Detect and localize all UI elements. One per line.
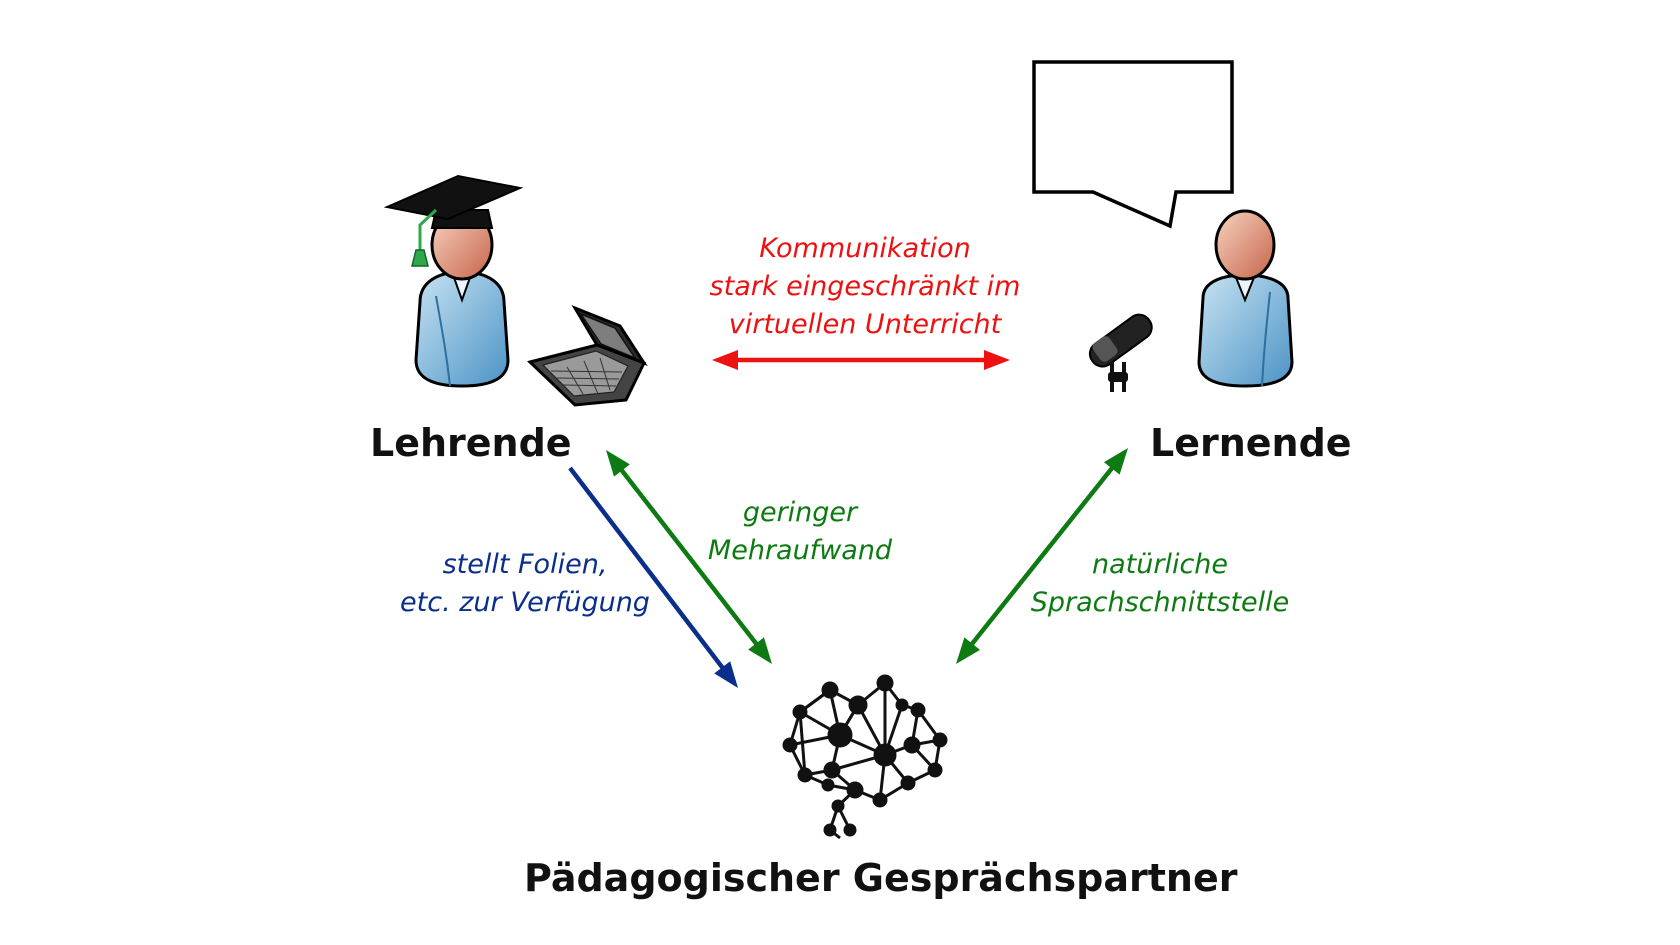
arrow-slides xyxy=(568,466,738,688)
arrow-head-start xyxy=(1103,448,1128,475)
node-label-learner: Lernende xyxy=(1150,421,1352,465)
arrow-head-end xyxy=(748,637,772,664)
edge-label-line: Mehraufwand xyxy=(707,535,893,566)
edge-label-line: virtuellen Unterricht xyxy=(728,309,1002,340)
laptop-icon xyxy=(527,304,648,407)
arrow-communication xyxy=(712,350,1010,370)
arrow-head-start xyxy=(712,350,738,370)
edge-label-slides: stellt Folien, etc. zur Verfügung xyxy=(390,546,660,622)
edge-label-overhead: geringer Mehraufwand xyxy=(690,494,910,570)
arrow-head-end xyxy=(984,350,1010,370)
edge-label-line: Sprachschnittstelle xyxy=(1030,587,1290,618)
edge-label-speech: natürliche Sprachschnittstelle xyxy=(1020,546,1300,622)
arrow-head-start xyxy=(606,450,630,477)
edge-label-line: stellt Folien, xyxy=(442,549,608,580)
edge-label-line: Kommunikation xyxy=(759,233,971,264)
arrow-shaft xyxy=(617,466,761,648)
edge-label-line: stark eingeschränkt im xyxy=(709,271,1021,302)
arrow-shaft xyxy=(568,466,727,672)
arrow-speech xyxy=(956,448,1128,664)
arrow-head-end xyxy=(714,661,738,688)
student-person-icon xyxy=(1197,209,1294,388)
edge-label-line: geringer xyxy=(742,497,858,528)
neural-network-brain-icon xyxy=(782,674,948,840)
node-label-partner: Pädagogischer Gesprächspartner xyxy=(524,856,1238,900)
edge-label-line: etc. zur Verfügung xyxy=(400,587,650,618)
arrow-shaft xyxy=(967,463,1117,649)
arrow-head-end xyxy=(956,637,981,664)
edge-label-communication: Kommunikation stark eingeschränkt im vir… xyxy=(655,230,1075,344)
graduate-teacher-icon xyxy=(383,174,524,388)
edge-label-line: natürliche xyxy=(1091,549,1229,580)
arrow-overhead xyxy=(606,450,772,664)
node-label-teacher: Lehrende xyxy=(370,421,572,465)
speech-bubble-icon xyxy=(1032,60,1234,229)
microphone-icon xyxy=(1088,313,1153,392)
